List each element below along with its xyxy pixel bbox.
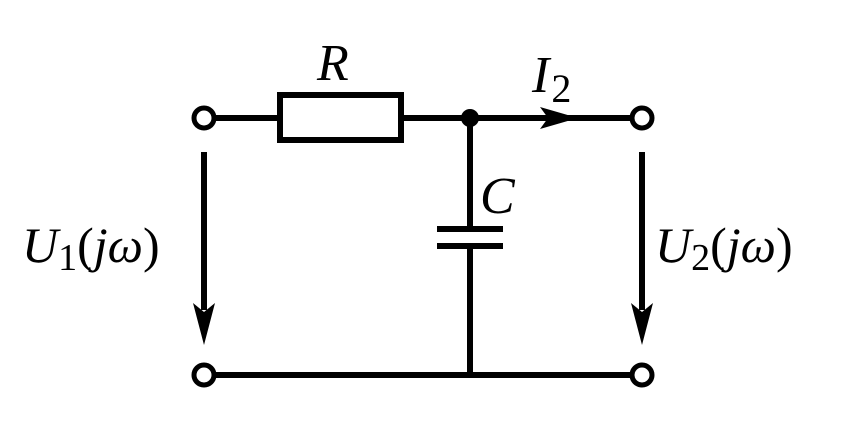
output-voltage-open-paren: ( <box>710 217 727 273</box>
input-voltage-label: U1(jω) <box>22 217 160 279</box>
capacitor-label: C <box>480 168 516 225</box>
output-voltage-symbol: U <box>655 217 694 273</box>
current-arrow-icon <box>540 107 578 129</box>
resistor <box>277 92 404 143</box>
input-terminal-top <box>191 105 217 131</box>
input-voltage-open-paren: ( <box>77 217 94 273</box>
resistor-label: R <box>316 35 349 92</box>
current-label: I2 <box>531 47 571 111</box>
input-voltage-symbol: U <box>22 217 61 273</box>
input-terminal-bottom <box>191 362 217 388</box>
output-terminal-top <box>629 105 655 131</box>
input-voltage-subscript: 1 <box>58 237 77 279</box>
current-symbol: I <box>531 47 552 104</box>
current-subscript: 2 <box>551 66 571 111</box>
output-terminal-bottom <box>629 362 655 388</box>
output-voltage-variable: jω <box>721 217 776 273</box>
output-voltage-subscript: 2 <box>691 237 710 279</box>
output-voltage-label: U2(jω) <box>655 217 793 279</box>
output-voltage-arrow-icon <box>631 303 653 345</box>
input-voltage-variable: jω <box>88 217 143 273</box>
input-voltage-close-paren: ) <box>143 217 160 273</box>
input-voltage-arrow-icon <box>193 303 215 345</box>
output-voltage-close-paren: ) <box>776 217 793 273</box>
